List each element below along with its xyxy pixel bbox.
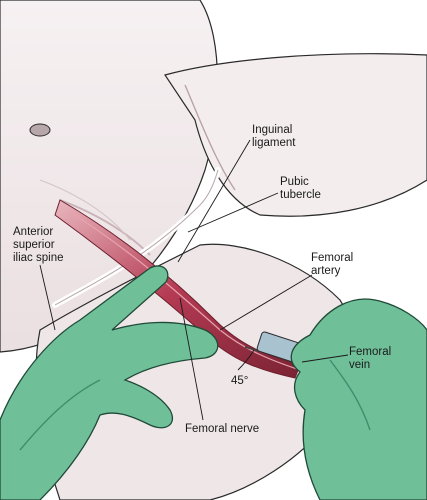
skin-fold xyxy=(59,199,151,256)
skin-fold xyxy=(39,179,131,241)
label-angle: 45° xyxy=(231,375,249,387)
left-glove-shadow xyxy=(19,379,101,451)
leader-femoral-nerve xyxy=(179,297,204,421)
leader-femoral-vein xyxy=(301,354,349,363)
label-femoral-artery: Femoral artery xyxy=(311,252,354,277)
right-gloved-hand xyxy=(290,298,427,500)
inguinal-ligament-edge xyxy=(54,169,219,306)
leader-pubic-tubercle xyxy=(187,192,279,233)
label-asis: Anterior superior iliac spine xyxy=(13,226,64,264)
leader-inguinal-ligament xyxy=(177,139,251,263)
left-gloved-hand xyxy=(0,265,219,500)
femoral-artery-line xyxy=(69,211,301,371)
label-inguinal-ligament: Inguinal ligament xyxy=(252,124,296,149)
raised-thigh xyxy=(164,53,427,217)
leader-femoral-artery xyxy=(219,274,313,331)
right-glove-shadow xyxy=(329,359,371,431)
skin-fold xyxy=(184,84,236,191)
angle-arc xyxy=(237,349,255,371)
label-pubic-tubercle: Pubic tubercle xyxy=(280,176,321,201)
navel xyxy=(29,123,51,137)
label-femoral-nerve: Femoral nerve xyxy=(185,423,260,435)
leader-asis xyxy=(39,264,56,331)
label-femoral-vein: Femoral vein xyxy=(349,346,392,371)
